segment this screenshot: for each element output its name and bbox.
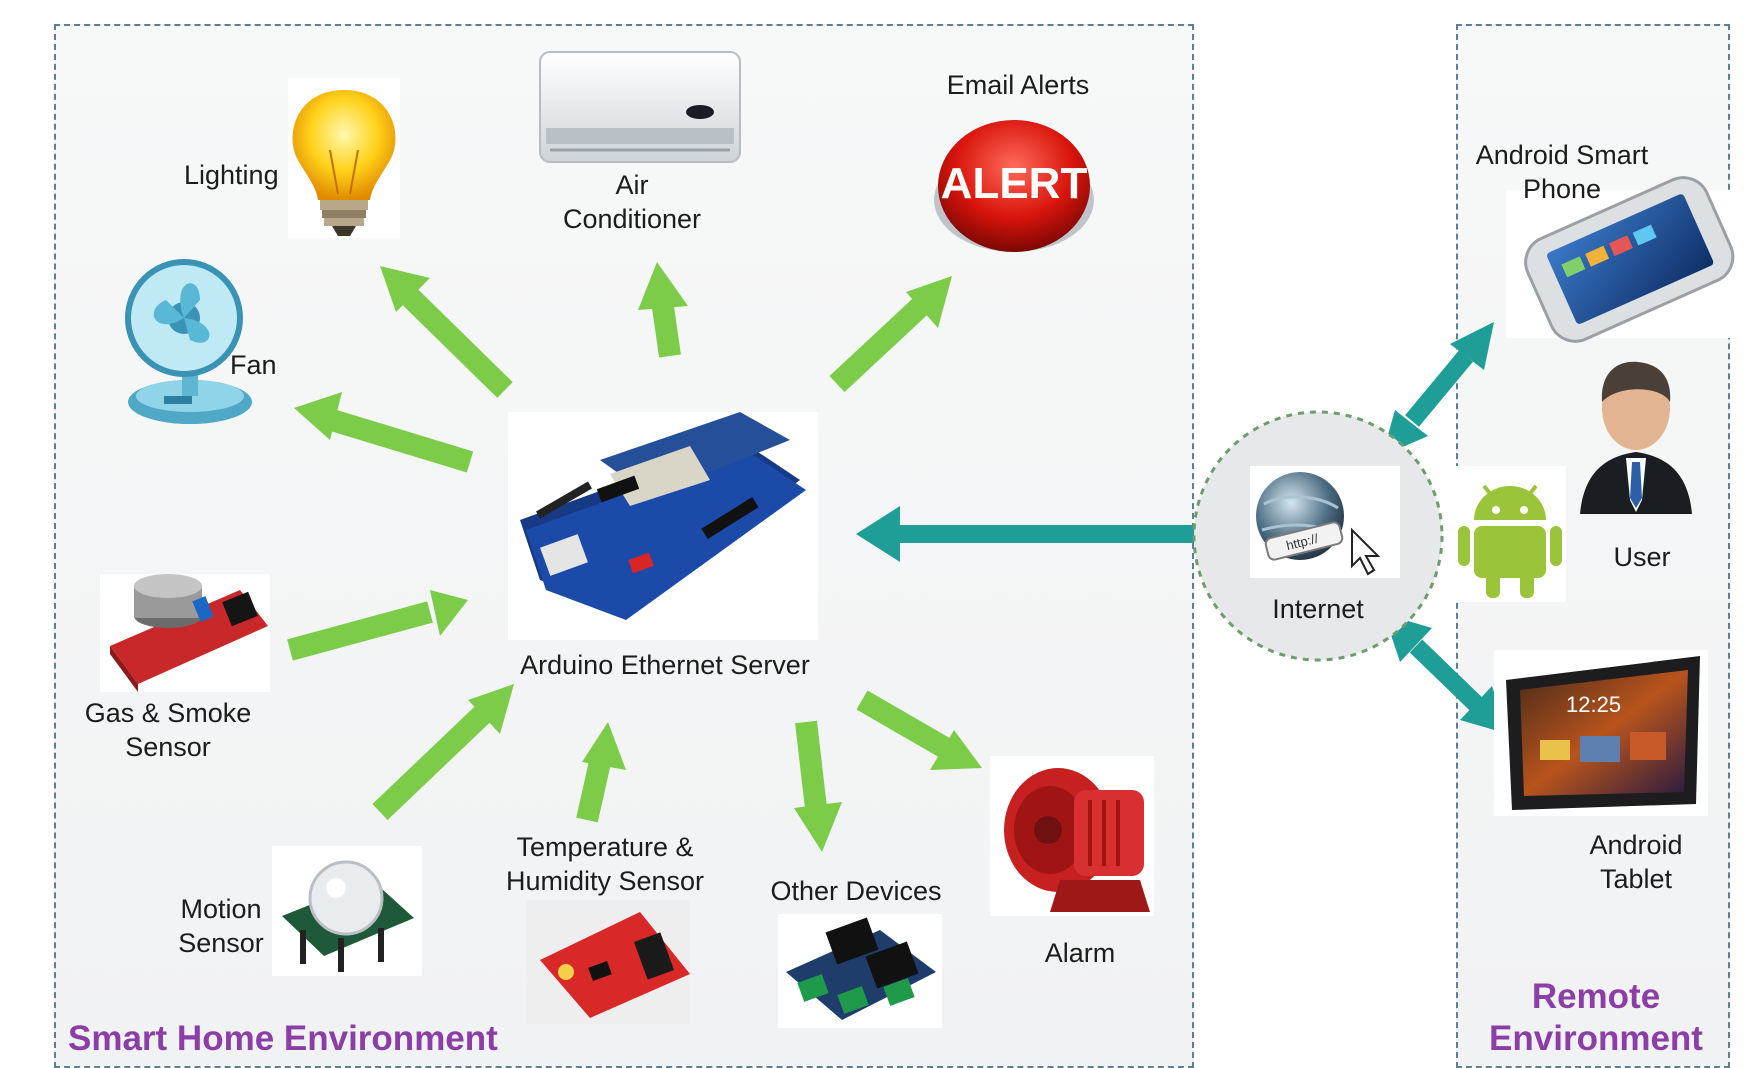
hand-cursor-icon: [1351, 527, 1381, 576]
label-android-tablet: Android Tablet: [1589, 830, 1683, 894]
arrow-server-to-lighting: [380, 266, 513, 398]
label-android-smart-phone: Android Smart Phone: [1475, 140, 1649, 204]
arrow-server-to-alarm: [856, 690, 982, 770]
arrow-server-to-fan: [294, 392, 474, 473]
smart-home-region-title: Smart Home Environment: [68, 1019, 498, 1058]
alert-button-icon: ALERT: [934, 120, 1094, 252]
arrow-temperature-sensor-to-server: [576, 722, 626, 823]
label-fan: Fan: [230, 350, 277, 380]
alarm-siren-icon: [990, 756, 1154, 916]
label-internet: Internet: [1272, 594, 1364, 624]
label-user: User: [1613, 542, 1671, 572]
arrow-internet-tablet: [1384, 614, 1508, 734]
label-email-alerts: Email Alerts: [946, 70, 1090, 100]
arrow-server-to-air-conditioner: [638, 262, 688, 358]
fan-icon: [125, 259, 252, 424]
arrow-gas-sensor-to-server: [287, 590, 468, 661]
arrow-server-internet: [856, 506, 1242, 562]
arduino-board-icon: [508, 412, 818, 640]
air-conditioner-icon: [539, 51, 741, 163]
tablet-icon: 12:25: [1494, 650, 1708, 816]
motion-sensor-icon: [272, 846, 422, 976]
smartphone-icon: [1506, 176, 1746, 343]
relay-board-icon: [778, 914, 942, 1028]
arrow-server-to-email-alerts: [829, 276, 952, 393]
android-robot-icon: [1454, 466, 1566, 602]
tablet-clock-text: 12:25: [1566, 692, 1621, 717]
user-avatar-icon: [1580, 361, 1692, 514]
label-gas-smoke-sensor: Gas & Smoke Sensor: [84, 698, 252, 762]
internet-node: http://: [1192, 410, 1444, 662]
label-air-conditioner: Air Conditioner: [562, 170, 702, 234]
temperature-sensor-icon: [526, 900, 690, 1024]
remote-region-title: Remote Environment: [1489, 977, 1703, 1058]
label-other-devices: Other Devices: [770, 876, 942, 906]
lightbulb-icon: [288, 78, 400, 238]
arrow-internet-phone: [1382, 322, 1494, 456]
label-arduino-server: Arduino Ethernet Server: [520, 650, 810, 680]
label-temperature-humidity-sensor: Temperature & Humidity Sensor: [505, 832, 705, 896]
gas-sensor-icon: [100, 574, 270, 692]
label-alarm: Alarm: [1044, 938, 1116, 968]
label-motion-sensor: Motion Sensor: [178, 894, 264, 958]
alert-text: ALERT: [941, 159, 1088, 208]
arrow-motion-sensor-to-server: [372, 684, 514, 820]
arrow-server-to-other-devices: [794, 720, 842, 852]
label-lighting: Lighting: [184, 160, 279, 190]
